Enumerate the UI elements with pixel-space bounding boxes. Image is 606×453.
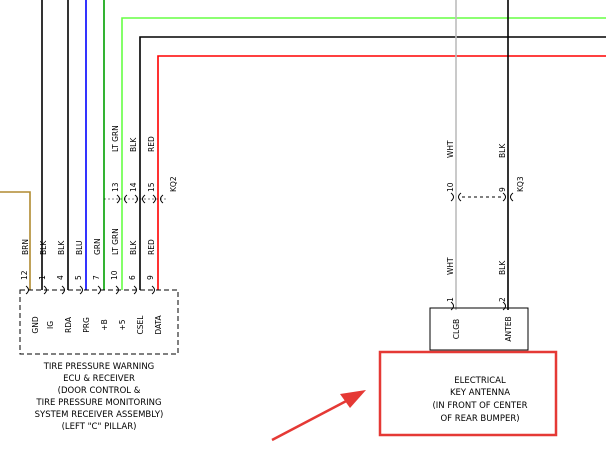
terminal-plus-b: +B — [100, 319, 109, 330]
label-kq3-color-wht: WHT — [446, 140, 455, 158]
label-kq2-id: KQ2 — [169, 176, 178, 192]
antenna-caption-line-1: ELECTRICAL — [454, 376, 506, 386]
antenna-box — [429, 307, 529, 351]
label-pin-4: 4 — [56, 275, 65, 280]
connector-kq2 — [104, 194, 166, 204]
antenna-caption-line-4: OF REAR BUMPER) — [440, 414, 519, 424]
label-color-ltgrn: LT GRN — [111, 228, 120, 255]
label-color-brn: BRN — [21, 239, 30, 255]
terminal-anteb: ANTEB — [504, 316, 513, 341]
label-antenna-color-wht: WHT — [446, 257, 455, 275]
connector-kq3 — [450, 192, 514, 202]
label-pin-5: 5 — [74, 275, 83, 280]
terminal-rda: RDA — [64, 316, 73, 333]
label-color-blu: BLU — [75, 241, 84, 255]
label-color-blk-4: BLK — [57, 240, 66, 255]
label-pin-9: 9 — [146, 275, 155, 280]
ecu-caption: TIRE PRESSURE WARNING ECU & RECEIVER (DO… — [35, 362, 164, 432]
ecu-caption-line-4: TIRE PRESSURE MONITORING — [35, 398, 161, 408]
label-kq3-id: KQ3 — [516, 176, 525, 192]
label-kq2-pin13: 13 — [111, 182, 120, 192]
label-pin-10: 10 — [110, 270, 119, 280]
wire-blk-csel — [139, 36, 606, 290]
ecu-terminals: GND IG RDA PRG +B +5 CSEL DATA — [31, 314, 163, 334]
terminal-csel: CSEL — [136, 315, 145, 335]
terminal-data: DATA — [154, 314, 163, 334]
ecu-caption-line-1: TIRE PRESSURE WARNING — [43, 362, 155, 372]
highlight-box — [378, 350, 558, 437]
label-kq3-pin10: 10 — [446, 182, 455, 192]
label-kq3-pin9: 9 — [498, 187, 507, 192]
wire-lt-grn — [121, 17, 606, 290]
lower-color-labels: BRN BLK BLK BLU GRN LT GRN BLK RED — [21, 228, 156, 255]
antenna-caption-line-2: KEY ANTENNA — [450, 388, 510, 398]
red-arrow-icon — [271, 390, 366, 442]
ecu-caption-line-2: ECU & RECEIVER — [63, 374, 135, 384]
label-kq2-pin15: 15 — [147, 182, 156, 192]
label-color-blk-6: BLK — [129, 240, 138, 255]
terminal-plus-5: +5 — [118, 319, 127, 330]
label-antenna-pin2: 2 — [498, 297, 507, 302]
ecu-box — [19, 289, 179, 355]
terminal-gnd: GND — [31, 316, 40, 333]
antenna-caption-line-3: (IN FRONT OF CENTER — [432, 401, 527, 411]
terminal-ig: IG — [46, 321, 55, 329]
terminal-prg: PRG — [82, 317, 91, 333]
label-kq2-pin14: 14 — [129, 182, 138, 192]
label-kq2-color-ltgrn: LT GRN — [111, 125, 120, 152]
label-kq2-color-red: RED — [147, 136, 156, 152]
ecu-caption-line-3: (DOOR CONTROL & — [58, 386, 141, 396]
label-kq2-color-blk: BLK — [129, 137, 138, 152]
ecu-caption-line-5: SYSTEM RECEIVER ASSEMBLY) — [35, 410, 164, 420]
label-pin-7: 7 — [92, 275, 101, 280]
label-pin-6: 6 — [128, 275, 137, 280]
label-color-grn: GRN — [93, 238, 102, 255]
ecu-caption-line-6: (LEFT "C" PILLAR) — [62, 422, 137, 432]
terminal-clgb: CLGB — [452, 319, 461, 339]
label-color-blk-1: BLK — [39, 240, 48, 255]
label-color-red: RED — [147, 239, 156, 255]
label-antenna-pin1: 1 — [446, 297, 455, 302]
antenna-connector-ticks — [450, 301, 506, 311]
ecu-pin-numbers: 12 1 4 5 7 10 6 9 — [20, 270, 155, 280]
antenna-caption: ELECTRICAL KEY ANTENNA (IN FRONT OF CENT… — [432, 376, 527, 424]
wire-red — [157, 55, 606, 290]
label-pin-12: 12 — [20, 270, 29, 280]
label-kq3-color-blk: BLK — [498, 143, 507, 158]
label-antenna-color-blk: BLK — [498, 260, 507, 275]
wire-brn — [0, 191, 31, 290]
label-pin-1: 1 — [38, 275, 47, 280]
